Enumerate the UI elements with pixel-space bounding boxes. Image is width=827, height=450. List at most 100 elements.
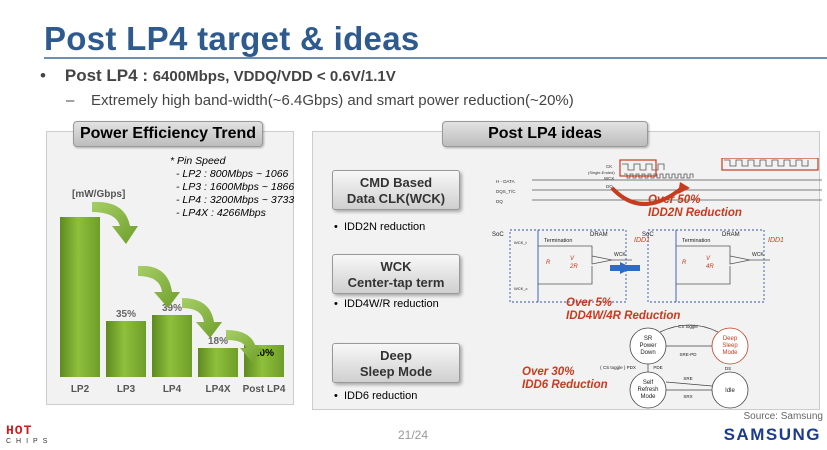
state-ds: DS — [725, 366, 731, 371]
idea-ds-result-text: IDD6 reduction — [343, 390, 418, 402]
idea-ds-result: • IDD6 reduction — [334, 390, 418, 402]
circuit-term-2: Termination — [682, 238, 710, 244]
bar-lp4x — [198, 348, 238, 377]
idea-box-deep-sleep: Deep Sleep Mode — [332, 343, 460, 383]
callout-idd6-line1: Over 30% — [522, 366, 575, 378]
idea-ct-line2: Center-tap term — [347, 275, 445, 290]
reduction-arrow-1 — [610, 186, 684, 206]
state-pde: PDE — [653, 365, 662, 370]
sub-bullet-marker: – — [66, 92, 75, 109]
state-sr-line1: SR — [644, 336, 653, 342]
wck-waveform — [624, 173, 694, 179]
callout-idd4-line2: IDD4W/4R Reduction — [566, 310, 681, 322]
x-tick-0: LP2 — [70, 384, 90, 395]
circuit-idd-1: IDD1 — [634, 237, 650, 244]
circuit-4r: 4R — [706, 264, 714, 270]
callout-idd2n-line2: IDD2N Reduction — [648, 207, 742, 219]
idea-ct-line1: WCK — [380, 259, 412, 274]
idea-wck-result-text: IDD2N reduction — [343, 221, 426, 233]
trend-arrow-3 — [182, 298, 222, 338]
power-efficiency-header: Power Efficiency Trend — [73, 121, 263, 147]
trend-arrow-1 — [92, 201, 138, 244]
sub-bullet-bandwidth: – Extremely high band-width(~6.4Gbps) an… — [66, 92, 574, 109]
pin-speed-lp3: - LP3 : 1600Mbps ~ 1866 — [176, 181, 295, 193]
timing-single-ended: (Single-Ended) — [588, 170, 615, 175]
state-sr-line2: Power — [639, 343, 656, 349]
circuit-wck-t: WCK_t — [514, 240, 528, 245]
circuit-wck-1: WCK — [614, 252, 626, 258]
idea-wck-line2: Data CLK(WCK) — [346, 191, 446, 206]
bar-lp3 — [106, 321, 146, 377]
idea-wck-result: • IDD2N reduction — [334, 221, 426, 233]
idea-ct-result-text: IDD4W/R reduction — [343, 298, 439, 310]
timing-ck: CK — [606, 164, 612, 169]
circuit-soc-1: SoC — [492, 232, 504, 238]
circuit-term-1: Termination — [544, 238, 572, 244]
bullet-lead: Post LP4 : — [64, 66, 148, 85]
state-self-line3: Mode — [640, 394, 656, 400]
state-ds-line3: Mode — [722, 350, 738, 356]
timing-row1: H - DATA — [496, 179, 515, 184]
state-cs-pdx: ( CS toggle ) PDX — [600, 365, 636, 370]
idea-ds-line2: Sleep Mode — [359, 364, 433, 379]
circuit-v-1: V — [570, 256, 575, 262]
callout-idd6: Over 30% IDD6 Reduction — [522, 366, 608, 392]
pin-speed-title: * Pin Speed — [170, 155, 226, 167]
wck-timing-diagram: H - DATA DQS_T/C DQ CK (Single-Ended) WC… — [496, 158, 822, 206]
pin-speed-lp2: - LP2 : 800Mbps ~ 1066 — [176, 168, 289, 180]
bullet-post-lp4: • Post LP4 : 6400Mbps, VDDQ/VDD < 0.6V/1… — [40, 66, 396, 86]
idea-box-center-tap: WCK Center-tap term — [332, 254, 460, 294]
hot-chips-logo-top: HOT — [6, 423, 33, 438]
hot-chips-logo: HOT CHIPS — [6, 423, 52, 445]
trend-arrow-2 — [138, 265, 180, 308]
circuit-v-2: V — [706, 256, 711, 262]
x-tick-2: LP4 — [162, 384, 182, 395]
state-sr-line3: Down — [640, 350, 655, 356]
circuit-dram-1: DRAM — [590, 232, 608, 238]
bar-label-4: 20% — [253, 348, 274, 359]
idea-wck-line1: CMD Based — [359, 175, 433, 190]
circuit-r-2: R — [682, 260, 687, 266]
timing-row3: DQ — [496, 199, 503, 204]
deep-sleep-state-diagram: SR Power Down Deep Sleep Mode Self Refre… — [600, 324, 749, 409]
ck-waveform — [622, 163, 665, 171]
idea-ct-result: • IDD4W/R reduction — [334, 298, 439, 310]
samsung-logo: SAMSUNG — [723, 425, 821, 444]
state-idle: Idle — [725, 388, 735, 394]
state-sre-pd: SRE-PD — [679, 352, 697, 357]
idea-box-wck: CMD Based Data CLK(WCK) — [332, 170, 460, 210]
bar-label-2: 39% — [161, 303, 182, 314]
source-note: Source: Samsung — [743, 411, 824, 422]
x-tick-1: LP3 — [116, 384, 136, 395]
bullet-spec: 6400Mbps, VDDQ/VDD < 0.6V/1.1V — [152, 68, 396, 85]
state-cs-toggle: CS toggle — [678, 324, 698, 329]
bar-lp4 — [152, 315, 192, 377]
pin-speed-notes: * Pin Speed - LP2 : 800Mbps ~ 1066 - LP3… — [170, 155, 294, 220]
pin-speed-lp4: - LP4 : 3200Mbps ~ 3733 — [176, 194, 295, 206]
circuit-r-1: R — [546, 260, 551, 266]
callout-idd4: Over 5% IDD4W/4R Reduction — [566, 297, 680, 323]
sub-bullet-text: Extremely high band-width(~6.4Gbps) and … — [91, 92, 574, 109]
bar-lp2 — [60, 217, 100, 377]
state-self-line1: Self — [643, 380, 654, 386]
callout-idd4-line1: Over 5% — [566, 297, 613, 309]
pin-speed-lp4x: - LP4X : 4266Mbps — [176, 207, 266, 219]
state-ds-line2: Sleep — [722, 343, 738, 349]
callout-idd2n-line1: Over 50% — [648, 194, 701, 206]
page-title: Post LP4 target & ideas — [44, 20, 420, 57]
circuit-soc-2: SoC — [642, 232, 654, 238]
page-number: 21/24 — [398, 428, 429, 442]
state-sre: SRE — [683, 376, 692, 381]
x-tick-3: LP4X — [205, 384, 231, 395]
timing-dq: DQ — [606, 184, 613, 189]
timing-wck: WCK — [604, 176, 615, 181]
circuit-dram-2: DRAM — [722, 232, 740, 238]
y-axis-unit: [mW/Gbps] — [72, 189, 126, 200]
bar-label-3: 18% — [207, 336, 228, 347]
circuit-2r: 2R — [569, 264, 578, 270]
bullet-marker: • — [40, 66, 46, 85]
circuit-wck-2: WCK — [752, 252, 764, 258]
title-divider — [44, 57, 827, 59]
trend-arrow-4 — [226, 330, 264, 362]
